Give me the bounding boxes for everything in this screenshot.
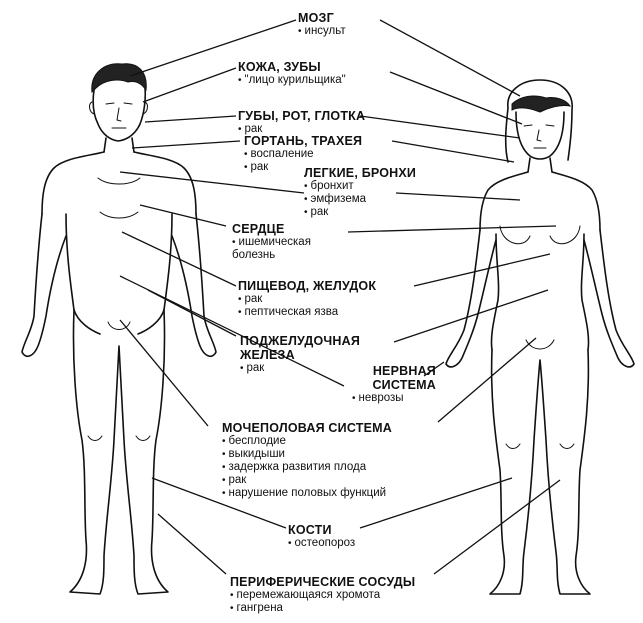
label-heart-title: СЕРДЦЕ [232, 222, 350, 236]
label-vessels: ПЕРИФЕРИЧЕСКИЕ СОСУДЫ перемежающаяся хро… [230, 575, 415, 615]
female-torso [480, 172, 600, 230]
label-pancreas-title: ПОДЖЕЛУДОЧНАЯ ЖЕЛЕЗА [240, 334, 402, 362]
label-vessels-title: ПЕРИФЕРИЧЕСКИЕ СОСУДЫ [230, 575, 415, 589]
female-right-arm [584, 230, 634, 367]
male-legs [70, 310, 168, 594]
label-skin-title: КОЖА, ЗУБЫ [238, 60, 346, 74]
label-lungs-item-0: бронхит [304, 180, 416, 193]
label-urogenital-item-0: бесплодие [222, 435, 392, 448]
male-head [93, 88, 145, 141]
label-stomach-item-1: пептическая язва [238, 306, 376, 319]
label-lungs-title: ЛЕГКИЕ, БРОНХИ [304, 166, 416, 180]
label-lungs-item-1: эмфизема [304, 193, 416, 206]
male-figure [22, 64, 216, 594]
label-heart: СЕРДЦЕ ишемическая болезнь [232, 222, 350, 262]
label-bones-title: КОСТИ [288, 523, 355, 537]
label-larynx-item-0: воспаление [244, 148, 362, 161]
label-skin-item-0: "лицо курильщика" [238, 74, 346, 87]
label-urogenital: МОЧЕПОЛОВАЯ СИСТЕМА бесплодие выкидыши з… [222, 421, 392, 499]
male-right-arm [172, 214, 216, 356]
label-stomach: ПИЩЕВОД, ЖЕЛУДОК рак пептическая язва [238, 279, 376, 319]
label-lips: ГУБЫ, РОТ, ГЛОТКА рак [238, 109, 365, 136]
label-nervous: НЕРВНАЯ СИСТЕМА неврозы [346, 364, 436, 405]
label-urogenital-item-4: нарушение половых функций [222, 487, 392, 500]
label-urogenital-item-3: рак [222, 474, 392, 487]
label-urogenital-item-2: задержка развития плода [222, 461, 392, 474]
label-vessels-item-1: гангрена [230, 602, 415, 615]
female-figure [446, 80, 634, 594]
male-left-arm [22, 214, 66, 356]
label-stomach-title: ПИЩЕВОД, ЖЕЛУДОК [238, 279, 376, 293]
female-left-arm [446, 230, 496, 367]
label-bones-item-0: остеопороз [288, 537, 355, 550]
label-heart-item-0: ишемическая болезнь [232, 236, 350, 262]
male-torso [42, 152, 196, 214]
label-brain-item-0: инсульт [298, 25, 346, 38]
male-hair [92, 64, 146, 92]
label-nervous-item-0: неврозы [346, 392, 436, 405]
female-legs [490, 350, 590, 594]
label-urogenital-item-1: выкидыши [222, 448, 392, 461]
label-brain: МОЗГ инсульт [298, 11, 346, 38]
female-head [516, 112, 564, 159]
label-skin: КОЖА, ЗУБЫ "лицо курильщика" [238, 60, 346, 87]
label-urogenital-title: МОЧЕПОЛОВАЯ СИСТЕМА [222, 421, 392, 435]
label-larynx-title: ГОРТАНЬ, ТРАХЕЯ [244, 134, 362, 148]
label-lungs-item-2: рак [304, 206, 416, 219]
label-bones: КОСТИ остеопороз [288, 523, 355, 550]
label-vessels-item-0: перемежающаяся хромота [230, 589, 415, 602]
label-nervous-title: НЕРВНАЯ СИСТЕМА [346, 364, 436, 392]
label-brain-title: МОЗГ [298, 11, 346, 25]
label-lips-title: ГУБЫ, РОТ, ГЛОТКА [238, 109, 365, 123]
label-lungs: ЛЕГКИЕ, БРОНХИ бронхит эмфизема рак [304, 166, 416, 219]
label-stomach-item-0: рак [238, 293, 376, 306]
